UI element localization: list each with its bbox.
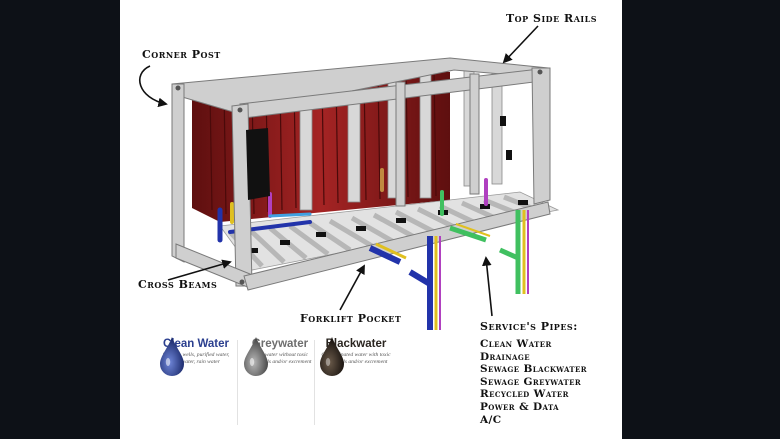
clean-water-title: Clean Water: [162, 338, 230, 350]
diagram-panel: Top Side Rails Corner Post Cross Beams F…: [120, 0, 622, 439]
callout-arrows: [139, 25, 539, 317]
corner-post-arrow: [139, 65, 168, 108]
legend-divider: [237, 340, 238, 425]
exterior-pipes: [368, 210, 529, 330]
blackwater-card: Blackwater Contaminated water with toxic…: [318, 336, 394, 376]
water-drop-icon: [320, 337, 344, 376]
front-frame: [171, 57, 551, 291]
cross-beams-label: Cross Beams: [138, 278, 218, 291]
services-list: Clean Water Drainage Sewage Blackwater S…: [480, 338, 587, 426]
greywater-title: Greywater: [251, 338, 309, 350]
services-list-item: Sewage Blackwater: [480, 363, 587, 376]
cross-beams-arrow: [167, 259, 232, 281]
legend-divider: [314, 340, 315, 425]
services-list-item: Clean Water: [480, 338, 552, 350]
back-frame: [299, 65, 503, 211]
frame-shadows: [246, 116, 512, 200]
water-drop-icon: [244, 337, 268, 376]
greywater-card: Greywater Used water without toxic chemi…: [242, 336, 318, 376]
forklift-pocket-label: Forklift Pocket: [300, 312, 402, 325]
top-side-rails-label: Top Side Rails: [506, 12, 598, 25]
container-frame-illustration: [139, 25, 560, 330]
corner-castings: [175, 69, 543, 285]
forklift-pocket-arrow: [339, 264, 365, 311]
blackwater-title: Blackwater: [325, 338, 387, 350]
services-pipes-arrow: [482, 256, 493, 317]
blackwater-desc: Contaminated water with toxic chemicals …: [321, 352, 391, 365]
services-list-item: A/C: [480, 413, 502, 426]
services-list-item: Recycled Water: [480, 388, 569, 401]
top-rails-arrow: [502, 25, 539, 64]
services-pipes-heading: Service's Pipes:: [480, 320, 578, 333]
services-list-item: Sewage Greywater: [480, 375, 582, 388]
water-drop-icon: [160, 337, 184, 376]
corner-post-label: Corner Post: [142, 48, 221, 61]
services-list-item: Power & Data: [480, 400, 560, 413]
greywater-desc: Used water without toxic chemicals and/o…: [248, 352, 312, 365]
services-list-item: Drainage: [480, 350, 530, 363]
clean-water-card: Clean Water Springs, wells, purified wat…: [158, 336, 234, 376]
clean-water-desc: Springs, wells, purified water, city wat…: [162, 352, 230, 365]
